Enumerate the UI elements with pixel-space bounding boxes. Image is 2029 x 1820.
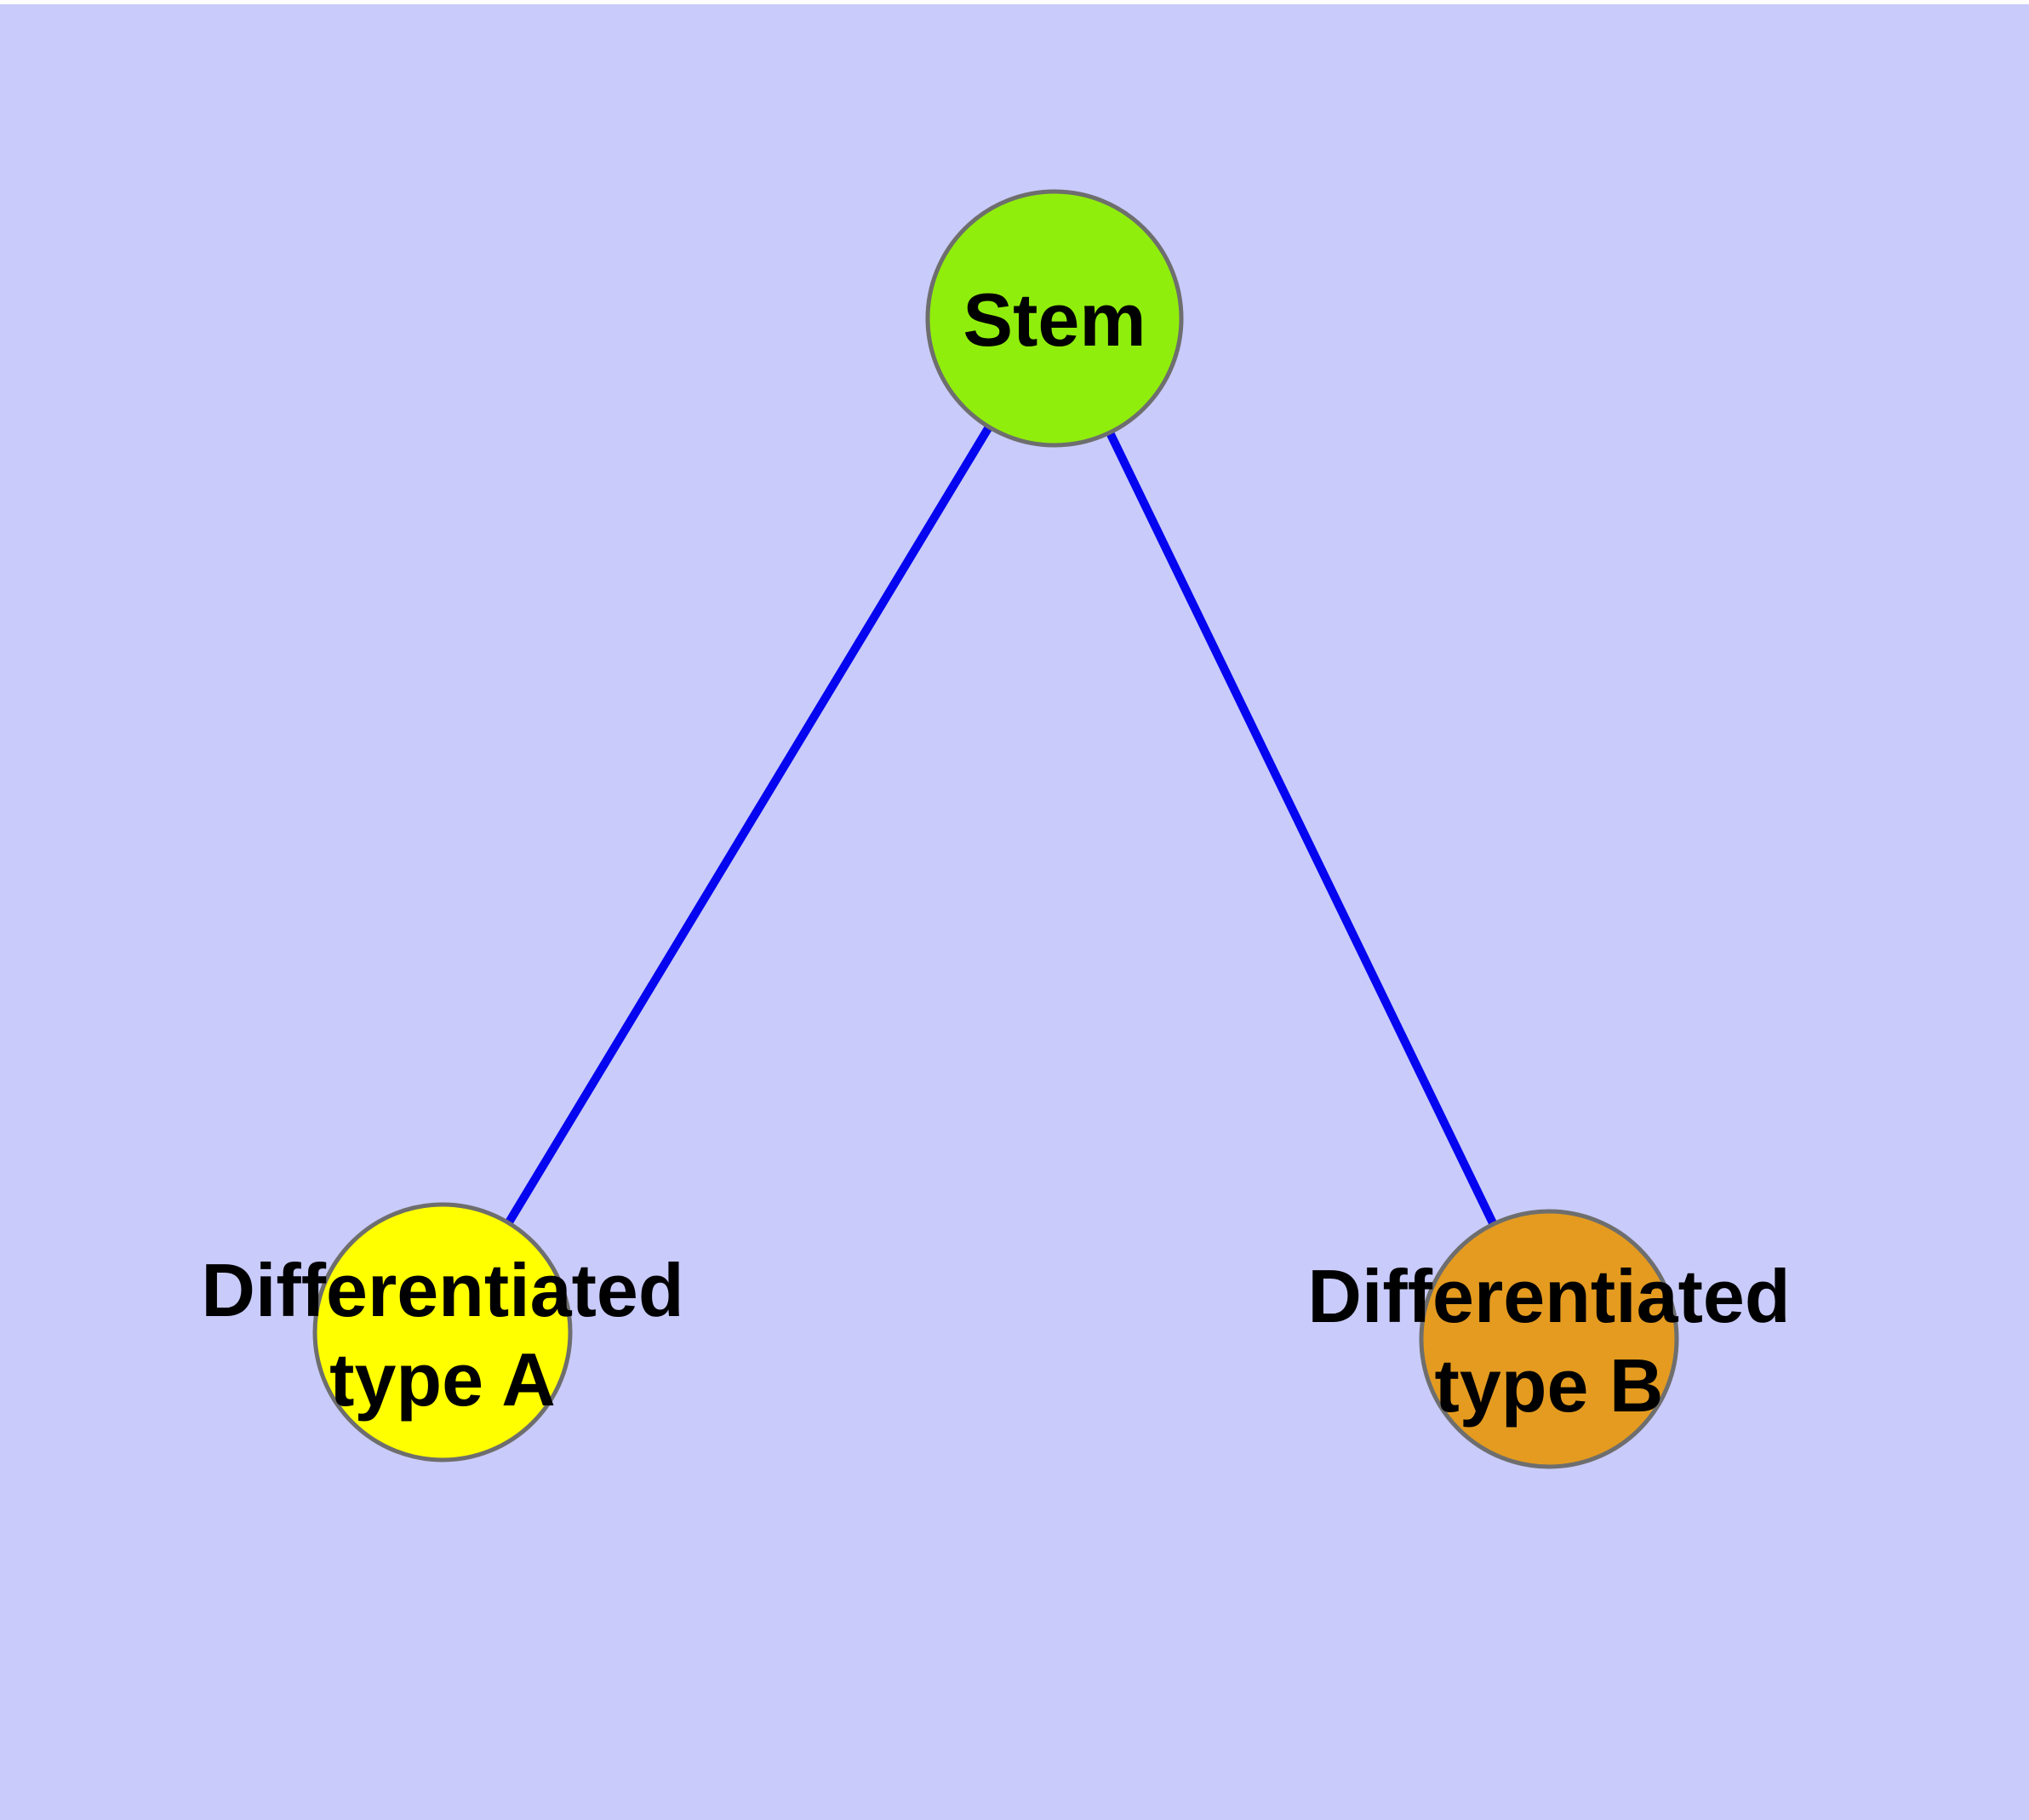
node-type-b-label-line2: type B xyxy=(1435,1343,1664,1428)
top-margin-strip xyxy=(0,0,2029,4)
node-stem-circle xyxy=(925,189,1184,448)
edge-stem-to-type-a xyxy=(438,316,1059,1335)
node-stem-label: Stem xyxy=(963,278,1146,362)
node-type-a-label-line1: Differentiated xyxy=(201,1248,683,1332)
edge-stem-to-type-b xyxy=(1050,316,1553,1342)
node-type-a-circle xyxy=(312,1202,573,1462)
node-type-b-circle xyxy=(1419,1209,1679,1469)
node-type-b-label-line1: Differentiated xyxy=(1307,1254,1790,1338)
node-type-a-label-line2: type A xyxy=(329,1337,556,1422)
